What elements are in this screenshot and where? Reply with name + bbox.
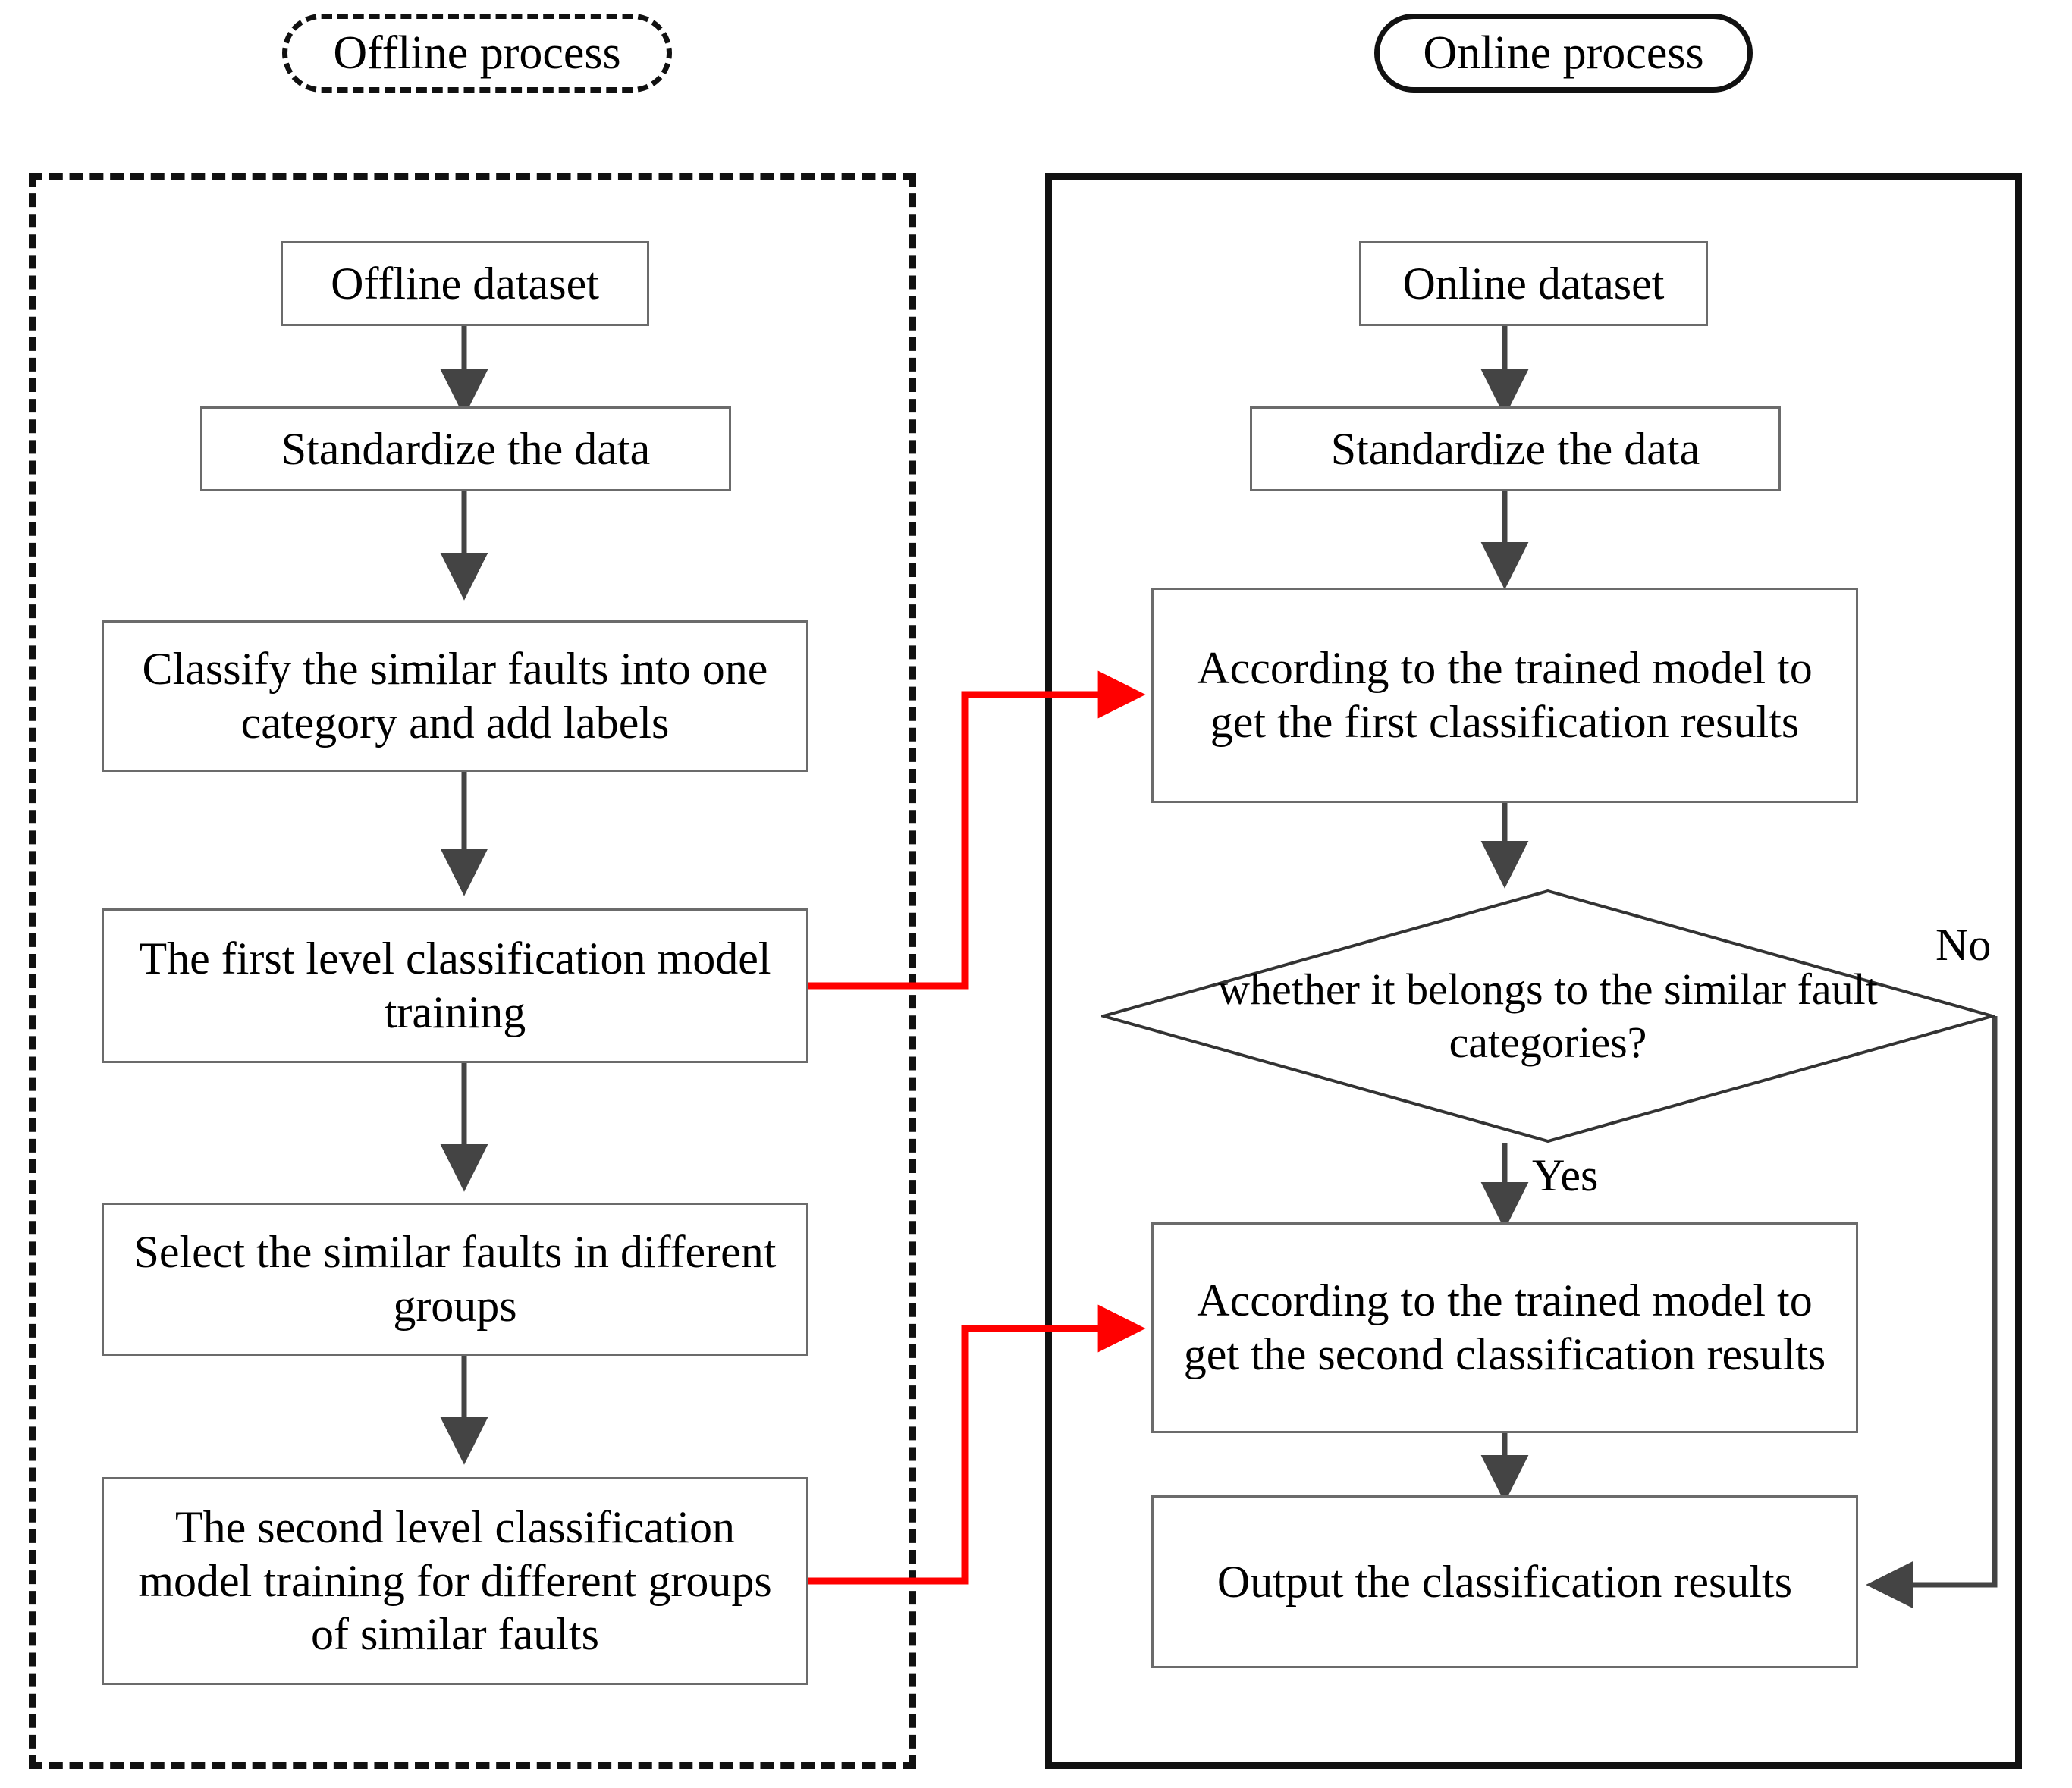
node-offline-dataset-label: Offline dataset xyxy=(331,258,599,309)
edge-label-yes: Yes xyxy=(1532,1150,1599,1200)
node-offline-select-similar[interactable]: Select the similar faults in different g… xyxy=(102,1203,808,1356)
online-process-header-label: Online process xyxy=(1423,27,1704,79)
node-offline-second-level-training-label: The second level classification model tr… xyxy=(138,1501,772,1660)
node-online-decision-text: whether it belongs to the similar fault … xyxy=(1101,889,1995,1143)
online-process-header: Online process xyxy=(1374,14,1753,93)
node-online-output-label: Output the classification results xyxy=(1217,1556,1793,1607)
offline-process-header-label: Offline process xyxy=(333,27,621,79)
node-online-second-results[interactable]: According to the trained model to get th… xyxy=(1151,1222,1858,1433)
node-offline-first-level-training[interactable]: The first level classification model tra… xyxy=(102,908,808,1063)
node-online-second-results-label: According to the trained model to get th… xyxy=(1183,1275,1826,1379)
node-offline-first-level-training-label: The first level classification model tra… xyxy=(139,933,771,1037)
node-offline-standardize[interactable]: Standardize the data xyxy=(200,406,731,491)
node-online-first-results-label: According to the trained model to get th… xyxy=(1197,643,1813,747)
edge-label-no: No xyxy=(1935,920,1992,970)
node-offline-second-level-training[interactable]: The second level classification model tr… xyxy=(102,1477,808,1685)
node-online-standardize[interactable]: Standardize the data xyxy=(1250,406,1781,491)
diamond-shape xyxy=(1101,889,1995,1143)
node-offline-dataset[interactable]: Offline dataset xyxy=(281,241,649,326)
node-offline-select-similar-label: Select the similar faults in different g… xyxy=(133,1227,777,1331)
node-online-standardize-label: Standardize the data xyxy=(1330,423,1700,474)
node-offline-classify-similar-label: Classify the similar faults into one cat… xyxy=(142,644,768,748)
node-online-output[interactable]: Output the classification results xyxy=(1151,1495,1858,1668)
node-offline-standardize-label: Standardize the data xyxy=(281,423,651,474)
node-online-decision-label: whether it belongs to the similar fault … xyxy=(1218,965,1878,1067)
node-online-dataset-label: Online dataset xyxy=(1402,258,1665,309)
node-offline-classify-similar[interactable]: Classify the similar faults into one cat… xyxy=(102,620,808,772)
node-online-dataset[interactable]: Online dataset xyxy=(1359,241,1708,326)
offline-process-header: Offline process xyxy=(282,14,672,93)
node-online-first-results[interactable]: According to the trained model to get th… xyxy=(1151,588,1858,803)
node-online-decision[interactable]: whether it belongs to the similar fault … xyxy=(1101,889,1995,1143)
